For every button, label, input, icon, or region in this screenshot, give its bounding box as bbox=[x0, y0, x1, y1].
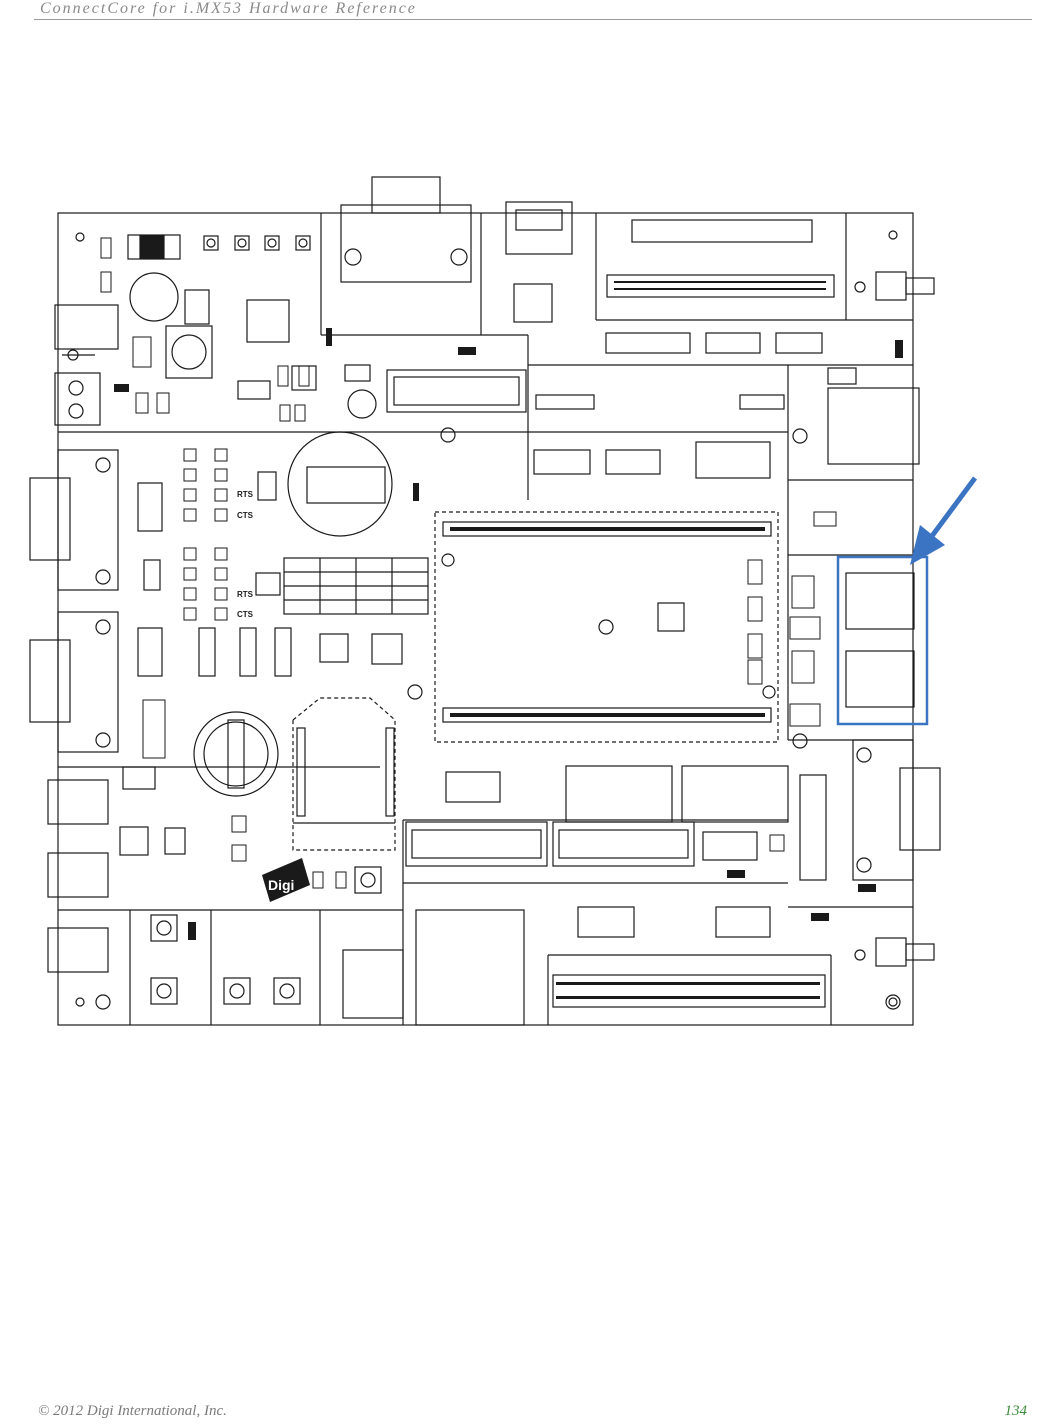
serial-db9-top bbox=[372, 177, 440, 213]
silk-cts-1: CTS bbox=[237, 511, 254, 520]
footer-page-number: 134 bbox=[1005, 1403, 1028, 1420]
vga-connector bbox=[900, 768, 940, 850]
lcd-connector bbox=[632, 220, 812, 242]
serial-db9-2 bbox=[30, 640, 70, 722]
silk-rts-2: RTS bbox=[237, 590, 254, 599]
silk-rts-1: RTS bbox=[237, 490, 254, 499]
serial-db9-1 bbox=[30, 478, 70, 560]
svg-text:Digi: Digi bbox=[268, 877, 294, 893]
silk-cts-2: CTS bbox=[237, 610, 254, 619]
highlight-arrow bbox=[910, 478, 975, 565]
expansion-header bbox=[607, 275, 834, 297]
footer-copyright: © 2012 Digi International, Inc. bbox=[38, 1403, 227, 1420]
digi-logo: Digi bbox=[262, 858, 310, 902]
ethernet-jack bbox=[828, 388, 919, 464]
